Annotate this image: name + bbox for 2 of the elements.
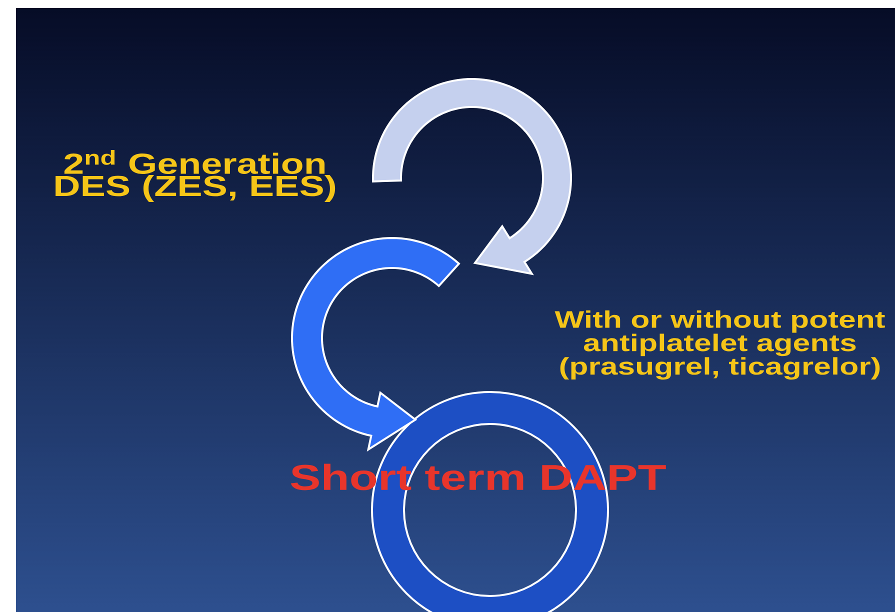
heading-text: 2$^{nd}$ Generation DES (ZES, EES) [56,150,336,202]
note-text: With or without potent antiplatelet agents (prasugrel, ticagrelor) [554,310,885,380]
